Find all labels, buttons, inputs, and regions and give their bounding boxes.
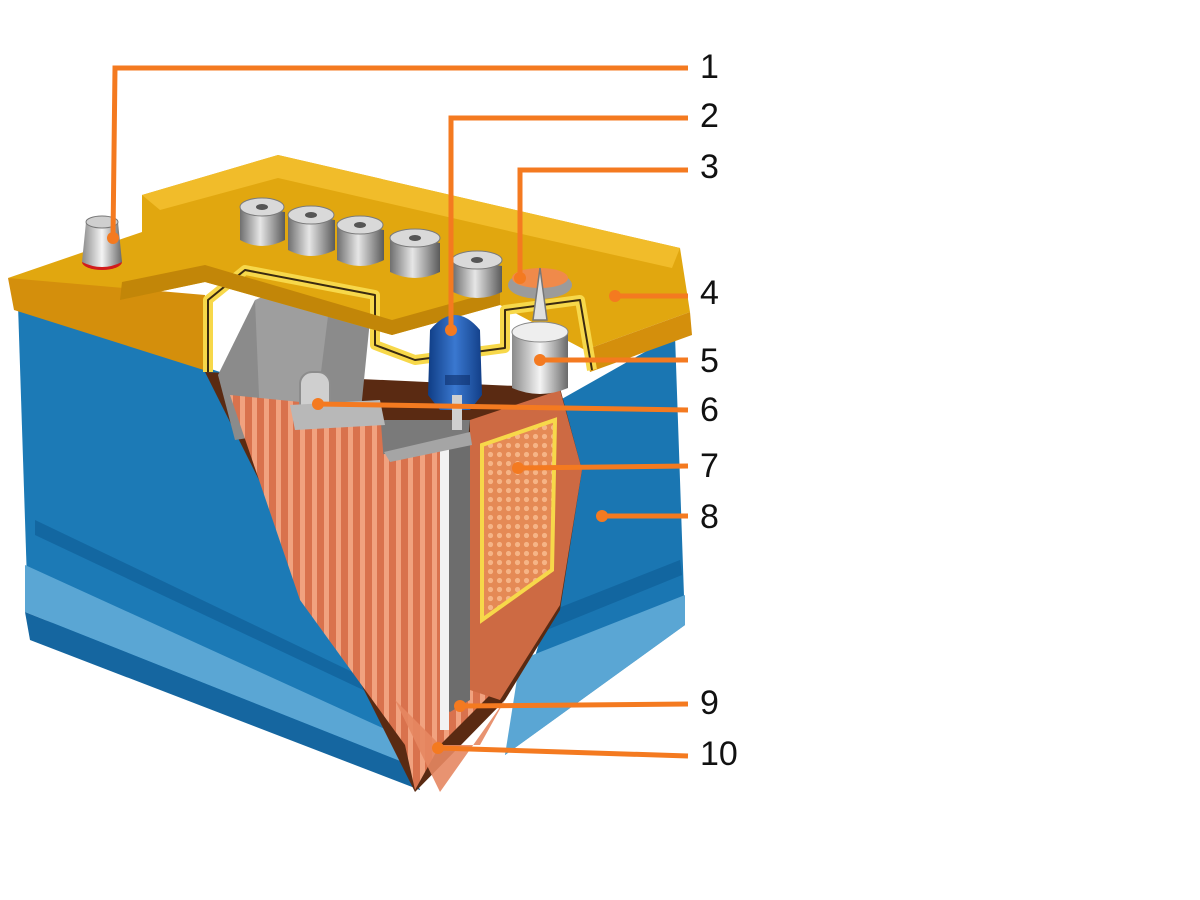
callout-number-5: 5 xyxy=(700,342,719,380)
leader-line-2 xyxy=(448,115,688,330)
leader-lines xyxy=(107,65,689,759)
cell-plate xyxy=(230,395,405,745)
callout-number-3: 3 xyxy=(700,148,719,186)
leader-line-3 xyxy=(517,167,688,278)
leader-dot-8 xyxy=(596,510,608,522)
leader-dot-10 xyxy=(432,742,444,754)
leader-dot-1 xyxy=(107,232,119,244)
leader-line-10 xyxy=(437,745,689,759)
callout-number-7: 7 xyxy=(700,447,719,485)
leader-dot-5 xyxy=(534,354,546,366)
leader-dot-7 xyxy=(512,462,524,474)
cell-cap xyxy=(336,215,384,266)
plate-strap xyxy=(290,371,385,430)
callout-number-4: 4 xyxy=(700,274,719,312)
cell-cap xyxy=(239,197,285,246)
leader-dot-3 xyxy=(514,272,526,284)
leader-dot-2 xyxy=(445,324,457,336)
cell-cap xyxy=(451,250,503,298)
callout-number-8: 8 xyxy=(700,498,719,536)
leader-line-1 xyxy=(110,65,688,239)
callout-number-6: 6 xyxy=(700,391,719,429)
cell-cap xyxy=(287,205,335,256)
leader-line-6 xyxy=(317,401,689,413)
separator xyxy=(384,432,472,730)
callout-number-2: 2 xyxy=(700,97,719,135)
cell-cap xyxy=(389,228,441,278)
leader-dot-4 xyxy=(609,290,621,302)
cell-caps xyxy=(239,197,503,298)
battery-case xyxy=(18,305,685,790)
leader-line-9 xyxy=(459,701,689,709)
callout-number-1: 1 xyxy=(700,48,719,86)
vent-cap xyxy=(428,315,482,430)
leader-dot-6 xyxy=(312,398,324,410)
leader-line-7 xyxy=(517,463,689,471)
callout-number-10: 10 xyxy=(700,735,738,773)
callout-number-9: 9 xyxy=(700,684,719,722)
leader-dot-9 xyxy=(454,700,466,712)
